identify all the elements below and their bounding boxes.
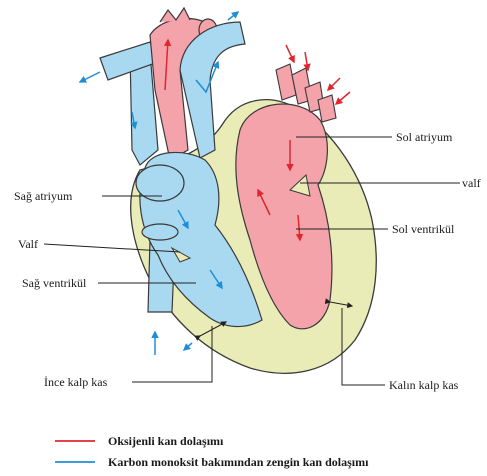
label-sol-ventrikul: Sol ventrikül <box>392 222 455 236</box>
label-valf-right: valf <box>462 176 481 190</box>
label-sag-ventrikul: Sağ ventrikül <box>22 276 87 290</box>
legend: Oksijenli kan dolaşımı Karbon monoksit b… <box>55 434 369 469</box>
legend-deoxygenated: Karbon monoksit bakımından zengin kan do… <box>108 455 369 469</box>
label-valf-left: Valf <box>18 237 38 251</box>
legend-oxygenated: Oksijenli kan dolaşımı <box>108 434 224 448</box>
label-sag-atriyum: Sağ atriyum <box>14 189 73 203</box>
label-ince-kalp-kas: İnce kalp kas <box>44 375 108 389</box>
label-sol-atriyum: Sol atriyum <box>396 130 453 144</box>
label-kalin-kalp-kas: Kalın kalp kas <box>389 378 459 392</box>
